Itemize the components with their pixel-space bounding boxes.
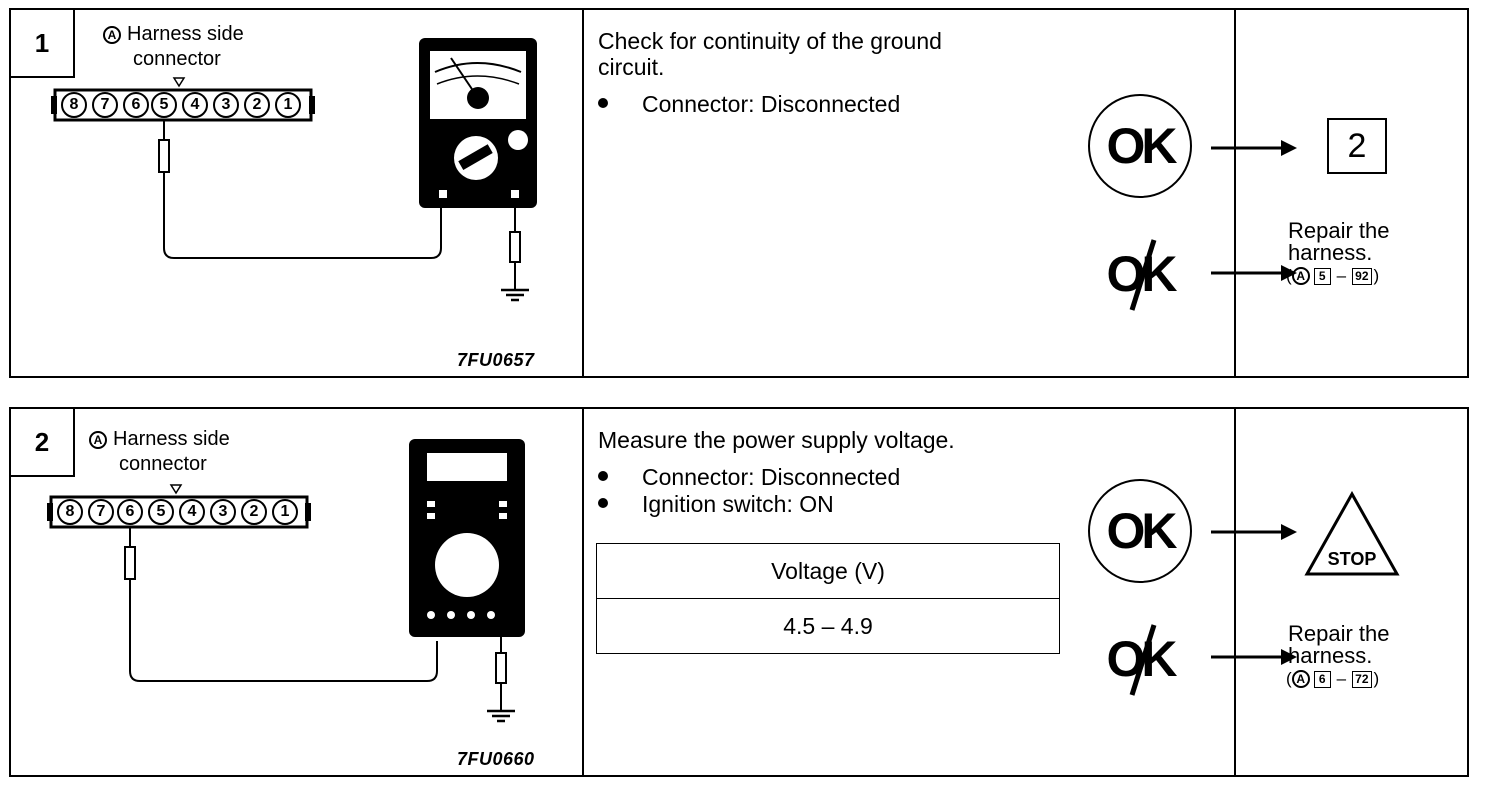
figure-code: 7FU0660: [457, 749, 535, 769]
analog-ohmmeter-icon: [419, 38, 537, 302]
step-title: Check for continuity of the ground: [598, 28, 942, 54]
step-number: 1: [11, 10, 75, 78]
stop-icon: STOP: [1304, 491, 1400, 577]
connector-pin-probed: 5: [151, 92, 177, 118]
ok-icon: OK: [1088, 479, 1192, 583]
voltage-spec-table: Voltage (V) 4.5 – 4.9: [596, 543, 1060, 654]
connector-pin: 7: [88, 499, 114, 525]
connector-pin: 8: [57, 499, 83, 525]
step-number: 2: [11, 409, 75, 477]
step-title: Measure the power supply voltage.: [598, 427, 955, 453]
arrow-right-icon: [1211, 140, 1297, 156]
ng-icon: OK: [1088, 234, 1192, 314]
next-step-box: 2: [1327, 118, 1387, 174]
connector-pin: 8: [61, 92, 87, 118]
step-title-line2: circuit.: [598, 54, 665, 80]
connector-marker-icon: A: [103, 26, 121, 44]
figure-code: 7FU0657: [457, 350, 535, 370]
connector-pin: 4: [182, 92, 208, 118]
arrow-right-icon: [1211, 265, 1297, 281]
repair-text: Repair the: [1288, 621, 1390, 646]
repair-text-line2: harness.: [1288, 643, 1373, 668]
connector-marker-icon: A: [89, 431, 107, 449]
connector-pin: 2: [244, 92, 270, 118]
connector-pin: 2: [241, 499, 267, 525]
ok-icon: OK: [1088, 94, 1192, 198]
connector-pin: 1: [272, 499, 298, 525]
step-1-instructions: Check for continuity of the ground circu…: [584, 10, 1297, 376]
connector-pin: 6: [123, 92, 149, 118]
arrow-right-icon: [1211, 524, 1297, 540]
harness-connector-icon: [47, 484, 438, 682]
repair-text: Repair the: [1288, 218, 1390, 243]
connector-caption-line2: connector: [119, 453, 207, 475]
connector-pin: 5: [148, 499, 174, 525]
connector-pin: 7: [92, 92, 118, 118]
harness-connector-icon: [51, 77, 442, 259]
table-header: Voltage (V): [596, 543, 1060, 599]
connector-pin: 4: [179, 499, 205, 525]
connector-pin-probed: 6: [117, 499, 143, 525]
reference-marker-icon: A: [1291, 670, 1310, 688]
arrow-right-icon: [1211, 649, 1297, 665]
repair-text-line2: harness.: [1288, 240, 1373, 265]
reference-marker-icon: A: [1291, 267, 1310, 285]
digital-voltmeter-icon: [409, 439, 525, 723]
step-2-instructions: Measure the power supply voltage. Connec…: [584, 409, 1297, 775]
connector-pin: 3: [213, 92, 239, 118]
connector-pin: 3: [210, 499, 236, 525]
connector-caption-line2: connector: [133, 48, 221, 70]
table-value: 4.5 – 4.9: [596, 598, 1060, 654]
condition-item: Connector: Disconnected: [598, 464, 900, 491]
condition-item: Connector: Disconnected: [598, 91, 900, 118]
connector-pin: 1: [275, 92, 301, 118]
ng-icon: OK: [1088, 619, 1192, 699]
condition-item: Ignition switch: ON: [598, 491, 834, 518]
